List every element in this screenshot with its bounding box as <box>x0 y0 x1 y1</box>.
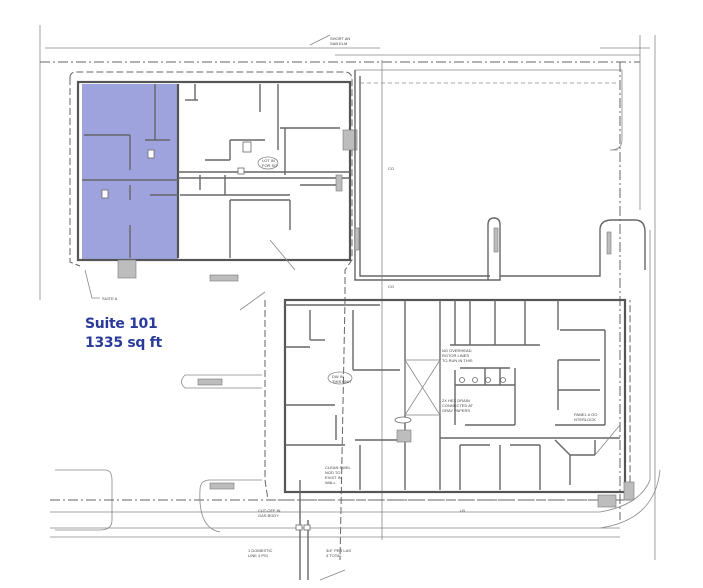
suite-label: Suite 101 1335 sq ft <box>85 315 162 353</box>
suite-name: Suite 101 <box>85 316 158 332</box>
gas-note: 3/4" PER LAS 4 TOTAL <box>326 548 351 558</box>
restroom-note: LOT IN FOR SO <box>262 158 278 168</box>
top-note: SHORT AN SAB ELM <box>330 36 351 46</box>
stair-hatch <box>117 259 137 279</box>
panel-note: PANEL # OO NTERLOCK <box>574 412 598 422</box>
dimension-co-upper: CO <box>388 166 394 171</box>
sewer-note: CLEAN SWEL NOD TO EXIST IN WALL <box>325 465 351 485</box>
north-building-walls <box>76 80 352 262</box>
floor-drain-note: 2X HEX DRAIN CONNECTED AT GRAY PAPERS <box>442 398 474 413</box>
cutoff-note: CUT-OFF IN GAS BODY <box>258 508 281 518</box>
suite-area: 1335 sq ft <box>85 335 162 351</box>
domestic-note: 1 DOMESTIC LINE 4 PSI <box>248 548 273 558</box>
ceiling-note: NO OVERHEAD ROTOR LINES TO RUN IN THIS <box>442 348 473 363</box>
dimension-bottom: LB <box>460 508 465 513</box>
suite-a-label: SUITE A <box>102 296 118 301</box>
cloud-note: DW IN THIS UNIT <box>332 374 352 384</box>
dimension-co-lower: CO <box>388 284 394 289</box>
